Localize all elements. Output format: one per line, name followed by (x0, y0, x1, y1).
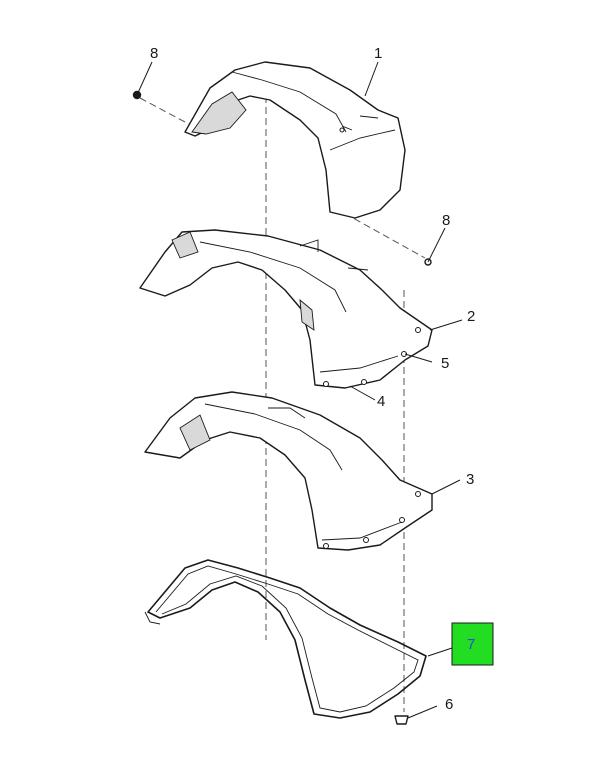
callout-7: 7 (467, 636, 475, 653)
callout-4: 4 (377, 393, 385, 410)
part-1-upper-liner[interactable] (184, 61, 406, 219)
callout-5: 5 (441, 355, 449, 372)
callout-8-lower: 8 (442, 212, 450, 229)
callout-1: 1 (374, 45, 382, 62)
highlight-box[interactable] (451, 622, 494, 666)
part-7-seal[interactable] (144, 559, 427, 719)
callout-8-upper: 8 (150, 45, 158, 62)
part-3-lower-liner[interactable] (144, 391, 433, 551)
callout-6: 6 (445, 696, 453, 713)
leader-lines (136, 61, 463, 719)
callout-2: 2 (467, 308, 475, 325)
fastener-6[interactable] (394, 715, 409, 725)
callout-3: 3 (466, 471, 474, 488)
part-2-inner-liner[interactable] (139, 229, 433, 389)
